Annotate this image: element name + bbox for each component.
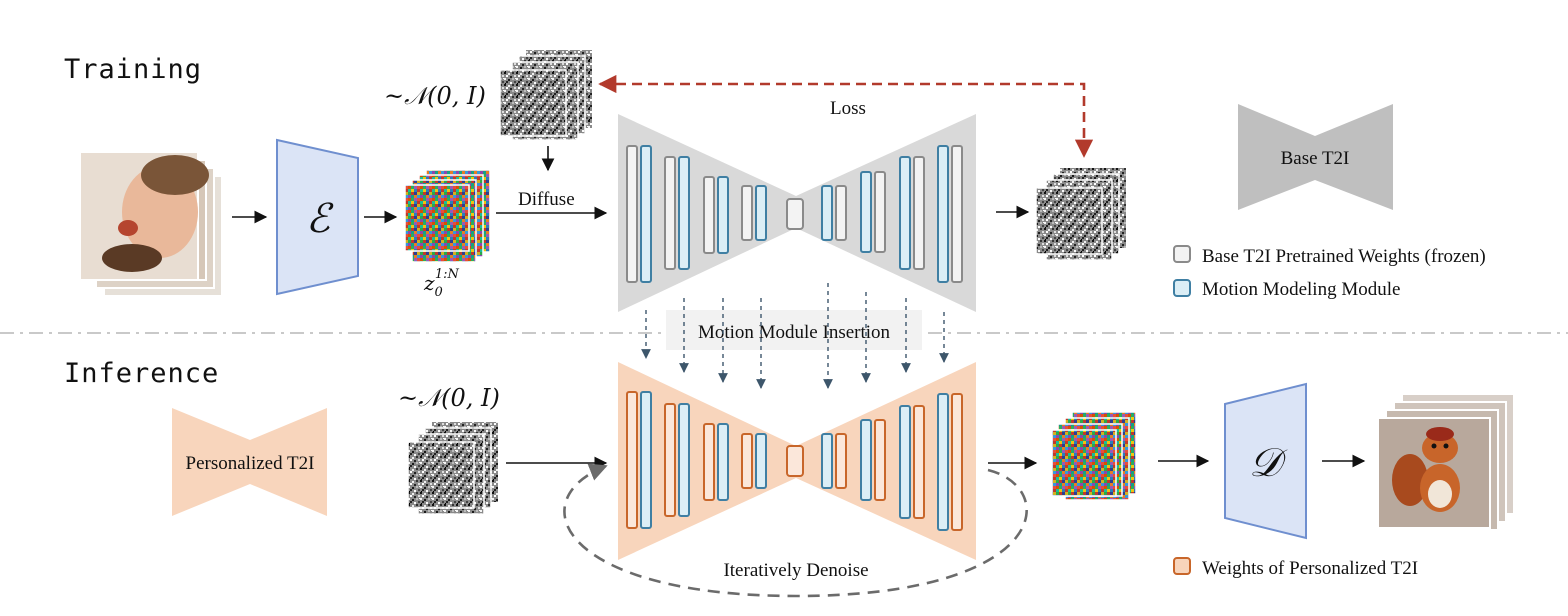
encoder-block [276, 138, 359, 296]
legend-personalized-swatch [1173, 557, 1191, 575]
loss-arrow [598, 74, 1094, 158]
latent-stack [404, 169, 491, 263]
output-latent-stack [1051, 411, 1137, 501]
motion-insertion-label: Motion Module Insertion [698, 322, 891, 343]
inference-noise-stack [407, 422, 498, 515]
output-video-frames [1377, 393, 1515, 531]
input-video-frames [79, 151, 223, 297]
noise-dist-inference: ~𝒩(0, I) [398, 384, 500, 412]
training-noise-stack [499, 50, 592, 141]
personalized-t2i-icon [172, 408, 327, 516]
legend-personalized-text: Weights of Personalized T2I [1202, 558, 1418, 579]
latent-label: z01:N [423, 267, 459, 300]
base-t2i-label: Base T2I [1281, 148, 1350, 169]
motion-insertion-box [666, 310, 922, 350]
loss-label: Loss [830, 98, 866, 119]
predicted-noise-stack [1035, 168, 1126, 261]
training-unet-layers [626, 145, 963, 283]
personalized-t2i-label: Personalized T2I [186, 453, 315, 474]
noise-dist-training: ~𝒩(0, I) [384, 82, 486, 110]
iterative-label: Iteratively Denoise [723, 560, 868, 581]
diffuse-label: Diffuse [518, 189, 575, 210]
iterative-label-bg [700, 554, 890, 586]
iterative-loop-arrow [563, 463, 1028, 598]
inference-unet-layers [626, 391, 963, 531]
base-t2i-icon [1238, 104, 1393, 210]
legend-motion-text: Motion Modeling Module [1202, 279, 1400, 300]
insertion-arrows [641, 283, 949, 389]
legend-frozen-swatch [1173, 245, 1191, 263]
inference-title: Inference [64, 358, 219, 389]
encoder-symbol: ℰ [306, 196, 334, 242]
decoder-block [1224, 382, 1307, 540]
legend-motion-swatch [1173, 279, 1191, 297]
training-title: Training [64, 54, 202, 85]
legend-frozen-text: Base T2I Pretrained Weights (frozen) [1202, 246, 1486, 267]
